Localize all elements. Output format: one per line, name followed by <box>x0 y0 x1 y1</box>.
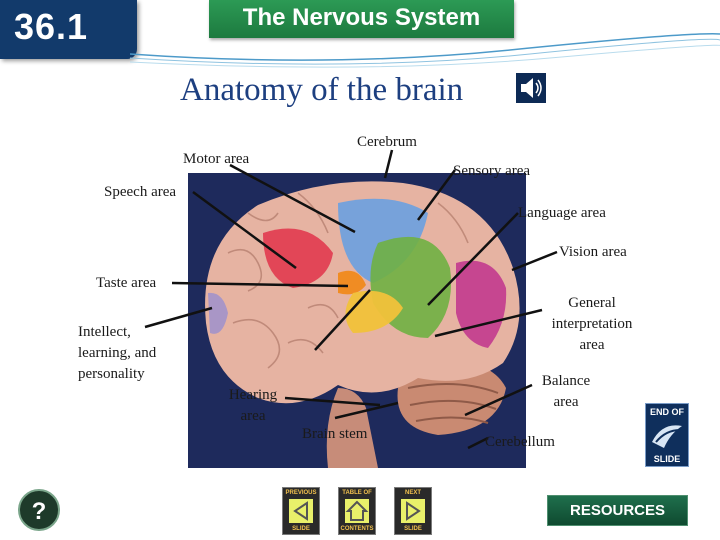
toc-button-bottom-label: CONTENTS <box>340 526 374 532</box>
label-cerebrum: Cerebrum <box>357 134 417 150</box>
label-general-interpretation-line-2: interpretation <box>551 316 633 332</box>
label-balance-area: Balance area <box>530 371 602 413</box>
label-balance-line-2: area <box>553 394 579 410</box>
label-hearing-line-1: Hearing <box>228 387 278 403</box>
help-icon[interactable]: ? <box>18 489 60 531</box>
end-of-slide-icon <box>652 425 682 448</box>
section-number: 36.1 <box>14 6 89 47</box>
next-slide-button[interactable]: NEXT SLIDE <box>394 487 432 535</box>
previous-slide-button[interactable]: PREVIOUS SLIDE <box>282 487 320 535</box>
label-hearing-area: Hearing area <box>220 385 286 427</box>
end-of-slide-button[interactable]: END OF SLIDE <box>645 403 689 467</box>
resources-button[interactable]: RESOURCES <box>547 495 688 526</box>
label-speech-area: Speech area <box>104 184 177 200</box>
label-intellect-line-2: learning, and <box>78 345 157 361</box>
next-button-top-label: NEXT <box>404 490 421 496</box>
chapter-title-banner: The Nervous System <box>209 0 514 38</box>
taste-area-region <box>338 270 366 295</box>
label-vision-area: Vision area <box>559 244 627 260</box>
section-badge <box>0 0 137 59</box>
next-button-bottom-label: SLIDE <box>404 526 422 532</box>
label-intellect-line-1: Intellect, <box>78 324 131 340</box>
arrow-right-icon <box>401 499 425 523</box>
label-general-interpretation-area: General interpretation area <box>540 293 644 356</box>
label-sensory-area: Sensory area <box>453 163 531 179</box>
arrow-left-icon <box>289 499 313 523</box>
home-icon <box>345 499 369 523</box>
label-motor-area: Motor area <box>183 151 250 167</box>
intellect-area-region <box>208 292 228 334</box>
previous-button-top-label: PREVIOUS <box>285 490 317 496</box>
label-intellect: Intellect, learning, and personality <box>78 322 156 385</box>
label-balance-line-1: Balance <box>541 373 591 389</box>
label-brain-stem: Brain stem <box>302 426 368 442</box>
slide-title: Anatomy of the brain <box>180 72 464 108</box>
table-of-contents-button[interactable]: TABLE OF CONTENTS <box>338 487 376 535</box>
sensory-area-region <box>338 198 428 283</box>
speaker-icon[interactable] <box>516 73 546 103</box>
label-intellect-line-3: personality <box>78 366 145 382</box>
end-of-slide-bottom-text: SLIDE <box>653 454 681 464</box>
label-cerebellum: Cerebellum <box>485 434 555 450</box>
cerebellum-region <box>397 360 506 435</box>
label-taste-area: Taste area <box>96 275 157 291</box>
label-general-interpretation-line-1: General <box>568 295 616 311</box>
toc-button-top-label: TABLE OF <box>342 490 372 496</box>
end-of-slide-top-text: END OF <box>649 407 684 417</box>
label-general-interpretation-line-3: area <box>579 337 605 353</box>
header-swoosh <box>130 33 720 68</box>
label-language-area: Language area <box>518 205 606 221</box>
label-hearing-line-2: area <box>240 408 266 424</box>
previous-button-bottom-label: SLIDE <box>292 526 310 532</box>
